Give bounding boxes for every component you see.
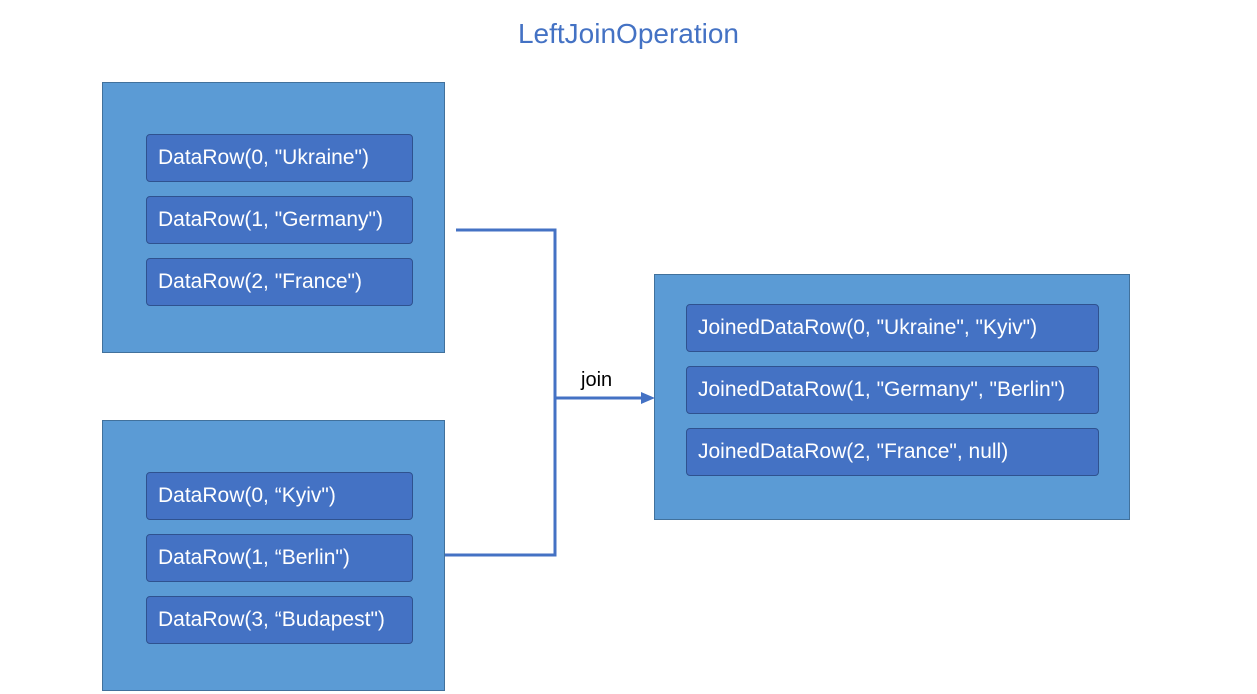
right-table-container: DataRow(0, “Kyiv") DataRow(1, “Berlin") …	[102, 420, 445, 691]
left-table-container: DataRow(0, "Ukraine") DataRow(1, "German…	[102, 82, 445, 353]
result-table-row: JoinedDataRow(2, "France", null)	[686, 428, 1099, 476]
left-table-row: DataRow(0, "Ukraine")	[146, 134, 413, 182]
connector-from-right-table	[445, 398, 557, 557]
left-table-row: DataRow(2, "France")	[146, 258, 413, 306]
right-table-row: DataRow(0, “Kyiv")	[146, 472, 413, 520]
result-table-row: JoinedDataRow(1, "Germany", "Berlin")	[686, 366, 1099, 414]
result-table-row: JoinedDataRow(0, "Ukraine", "Kyiv")	[686, 304, 1099, 352]
result-table-container: JoinedDataRow(0, "Ukraine", "Kyiv") Join…	[654, 274, 1130, 520]
diagram-title: LeftJoinOperation	[517, 18, 740, 49]
connector-from-left-table	[456, 228, 557, 398]
left-table-row: DataRow(1, "Germany")	[146, 196, 413, 244]
join-label: join	[581, 369, 613, 391]
right-table-row: DataRow(3, “Budapest")	[146, 596, 413, 644]
arrowhead-icon	[641, 392, 655, 404]
right-table-row: DataRow(1, “Berlin")	[146, 534, 413, 582]
